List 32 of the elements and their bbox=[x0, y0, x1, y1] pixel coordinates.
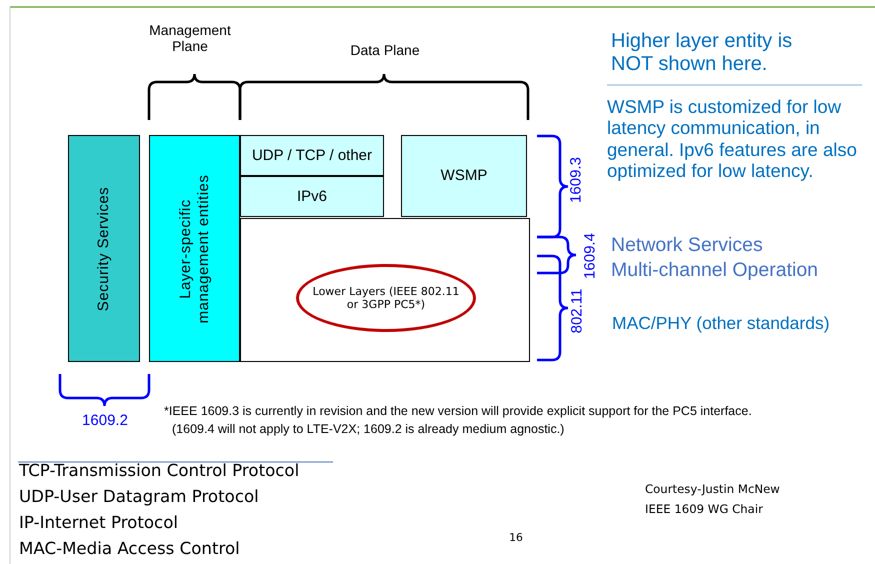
footnote-text: *IEEE 1609.3 is currently in revision and the new version will provide explicit support for the PC5 interface. bbox=[164, 404, 753, 418]
footnote-text: (1609.4 will not apply to LTE-V2X; 1609.2 is already medium agnostic.) bbox=[172, 422, 566, 436]
note-text: WSMP is customized for low latency communication, in general. Ipv6 features are also optimized for low latency. bbox=[607, 96, 858, 182]
layer-label: IPv6 bbox=[296, 188, 327, 206]
plane-label: Data Plane bbox=[349, 42, 421, 58]
layer-description: MAC/PHY (other standards) bbox=[612, 313, 831, 334]
standard-label: 1609.3 bbox=[567, 157, 585, 203]
abbreviation-text: MAC-Media Access Control bbox=[19, 539, 241, 558]
abbreviation-text: UDP-User Datagram Protocol bbox=[19, 487, 260, 506]
abbreviation-text: TCP-Transmission Control Protocol bbox=[19, 461, 300, 480]
layer-label: UDP / TCP / other bbox=[252, 146, 372, 164]
vertical-layer-box bbox=[68, 135, 140, 362]
page-number: 16 bbox=[508, 532, 524, 544]
abbreviation-text: IP-Internet Protocol bbox=[19, 513, 180, 532]
plane-label: Management Plane bbox=[148, 22, 232, 54]
vertical-layer-box bbox=[149, 135, 240, 362]
layer-label: Lower Layers (IEEE 802.11 or 3GPP PC5*) bbox=[312, 284, 460, 312]
layer-box bbox=[240, 176, 384, 217]
credit-text: IEEE 1609 WG Chair bbox=[645, 503, 764, 516]
layer-label: Layer-specific management entities bbox=[176, 173, 212, 325]
layer-description: Multi-channel Operation bbox=[611, 259, 820, 282]
layer-box bbox=[401, 135, 527, 217]
layer-label: Security Services bbox=[95, 185, 113, 313]
layer-label: WSMP bbox=[440, 167, 488, 185]
layer-box bbox=[240, 135, 384, 176]
standard-label: 1609.4 bbox=[581, 233, 599, 279]
layer-description: Network Services bbox=[611, 234, 764, 256]
standard-label: 802.11 bbox=[568, 288, 586, 334]
credit-text: Courtesy-Justin McNew bbox=[645, 483, 781, 496]
note-text: Higher layer entity is NOT shown here. bbox=[611, 30, 794, 76]
standard-label: 1609.2 bbox=[81, 412, 129, 430]
layer-box bbox=[240, 218, 530, 362]
